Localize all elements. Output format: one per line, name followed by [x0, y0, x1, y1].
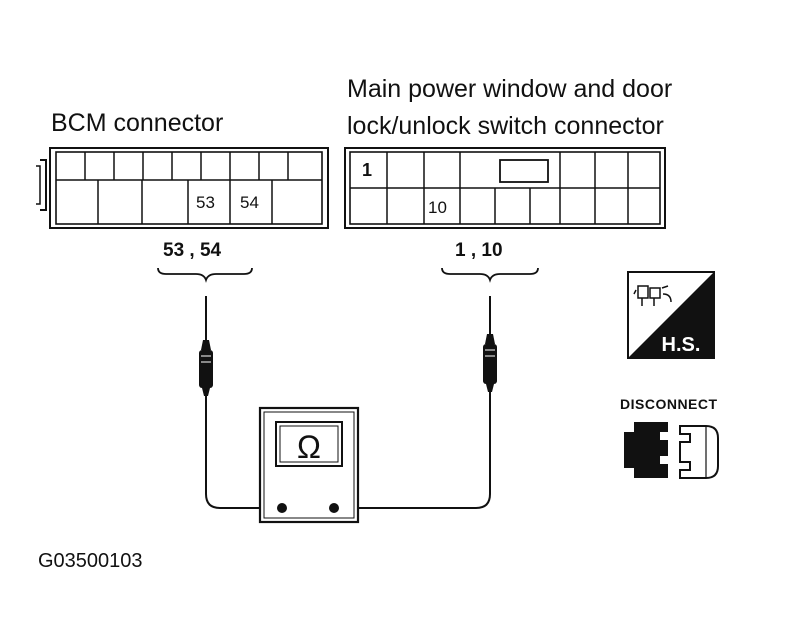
ohm-symbol: Ω — [297, 429, 321, 465]
bcm-connector — [36, 147, 329, 229]
switch-probe-terminals: 1 , 10 — [455, 240, 503, 261]
bcm-probe-terminals: 53 , 54 — [163, 240, 222, 261]
disconnect-connector-icon — [624, 422, 719, 479]
bcm-terminal-53: 53 — [196, 193, 215, 212]
harness-side-label: H.S. — [662, 334, 701, 356]
left-test-probe — [199, 296, 213, 396]
right-lead-wire — [332, 392, 491, 509]
switch-probe-brace — [441, 267, 539, 283]
left-lead-wire — [205, 396, 282, 509]
ohmmeter-icon — [258, 406, 360, 524]
switch-terminal-1: 1 — [362, 160, 372, 180]
switch-connector-title-line2: lock/unlock switch connector — [347, 112, 664, 140]
harness-side-icon — [627, 271, 715, 359]
switch-connector — [344, 147, 666, 229]
right-test-probe — [483, 296, 497, 392]
disconnect-label: DISCONNECT — [620, 396, 718, 412]
switch-terminal-10: 10 — [428, 198, 447, 217]
bcm-connector-title: BCM connector — [51, 109, 224, 137]
bcm-probe-brace — [157, 267, 253, 283]
switch-connector-title-line1: Main power window and door — [347, 75, 673, 103]
figure-id: G03500103 — [38, 550, 143, 572]
bcm-terminal-54: 54 — [240, 193, 259, 212]
